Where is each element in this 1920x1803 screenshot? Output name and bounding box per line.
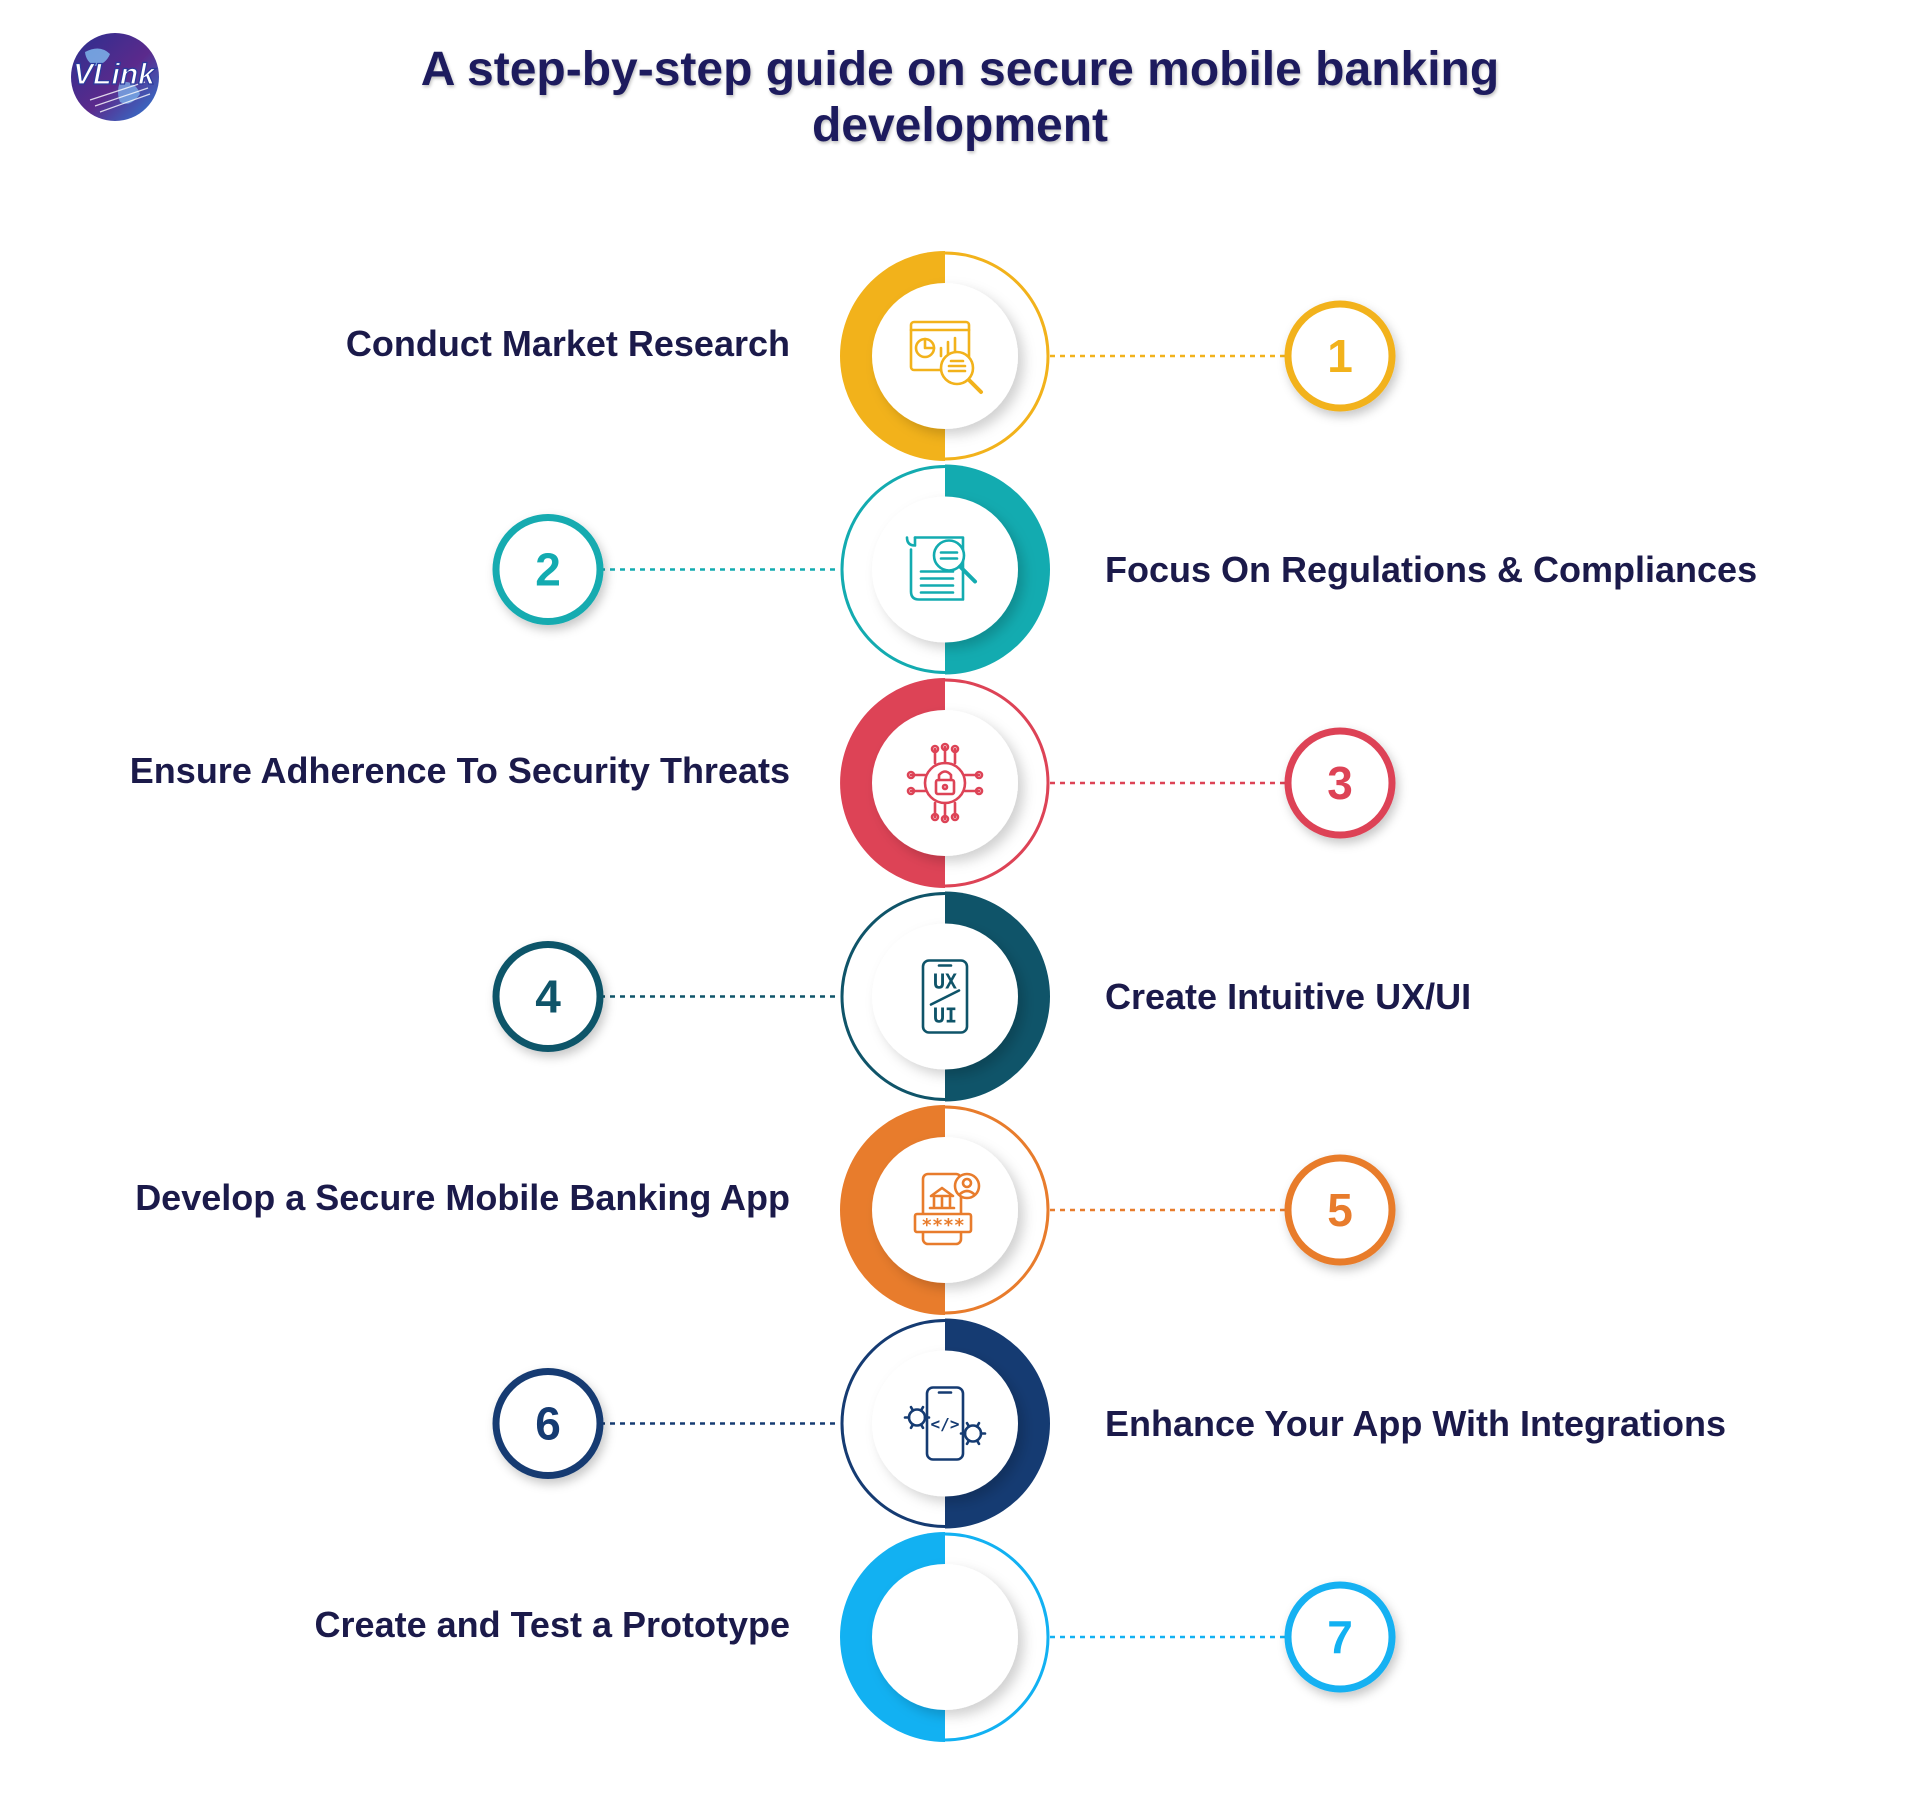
- step-5: **** 5: [840, 1105, 1396, 1315]
- step-number-badge: 4: [492, 941, 604, 1052]
- title-line-1: A step-by-step guide on secure mobile ba…: [420, 43, 1500, 96]
- step-inner-disc: [872, 710, 1018, 856]
- step-label: Develop a Secure Mobile Banking App: [135, 1177, 790, 1218]
- step-number: 4: [535, 971, 561, 1023]
- page-title: A step-by-step guide on secure mobile ba…: [360, 42, 1560, 154]
- ux-ui-phone-icon: UX UI: [921, 959, 969, 1034]
- step-3: 3: [840, 678, 1396, 888]
- security-lock-circuit-icon: [906, 742, 984, 824]
- step-1: 1: [840, 251, 1396, 461]
- title-line-2: development: [811, 99, 1109, 152]
- step-number: 7: [1327, 1611, 1353, 1663]
- step-number-badge: 6: [492, 1368, 604, 1479]
- step-number: 1: [1327, 330, 1353, 382]
- step-label: Enhance Your App With Integrations: [1105, 1402, 1727, 1444]
- step-label: Ensure Adherence To Security Threats: [129, 750, 790, 791]
- step-number-badge: 5: [1284, 1154, 1396, 1266]
- regulations-document-icon: [905, 536, 977, 601]
- step-inner-disc: [872, 1564, 1018, 1710]
- code-text: </>: [931, 1415, 960, 1434]
- step-label: Focus On Regulations & Compliances: [1105, 548, 1758, 590]
- step-label: Conduct Market Research: [345, 323, 790, 364]
- step-number-badge: 3: [1284, 727, 1396, 839]
- ux-text: UX: [933, 970, 957, 994]
- banking-app-icon: ****: [913, 1172, 981, 1246]
- step-7: 7: [840, 1532, 1396, 1742]
- step-number: 2: [535, 544, 561, 596]
- step-number: 6: [535, 1398, 561, 1450]
- step-4: UX UI 4: [492, 891, 1050, 1102]
- step-number: 5: [1327, 1184, 1353, 1236]
- step-inner-disc: [872, 1350, 1018, 1497]
- step-2: 2: [492, 464, 1050, 675]
- step-label: Create and Test a Prototype: [314, 1604, 790, 1645]
- step-number-badge: 1: [1284, 300, 1396, 412]
- step-number-badge: 7: [1284, 1581, 1396, 1693]
- integrations-phone-icon: </>: [903, 1386, 987, 1461]
- step-6: </> 6: [492, 1318, 1050, 1529]
- ui-text: UI: [933, 1004, 957, 1028]
- step-number: 3: [1327, 757, 1353, 809]
- logo-text: VLink: [73, 58, 156, 91]
- pin-mask-text: ****: [921, 1215, 964, 1236]
- market-research-icon: [909, 320, 983, 394]
- step-number-badge: 2: [492, 514, 604, 625]
- vlink-logo: VLink: [71, 33, 159, 121]
- step-inner-disc: [872, 1137, 1018, 1283]
- step-label: Create Intuitive UX/UI: [1105, 975, 1472, 1017]
